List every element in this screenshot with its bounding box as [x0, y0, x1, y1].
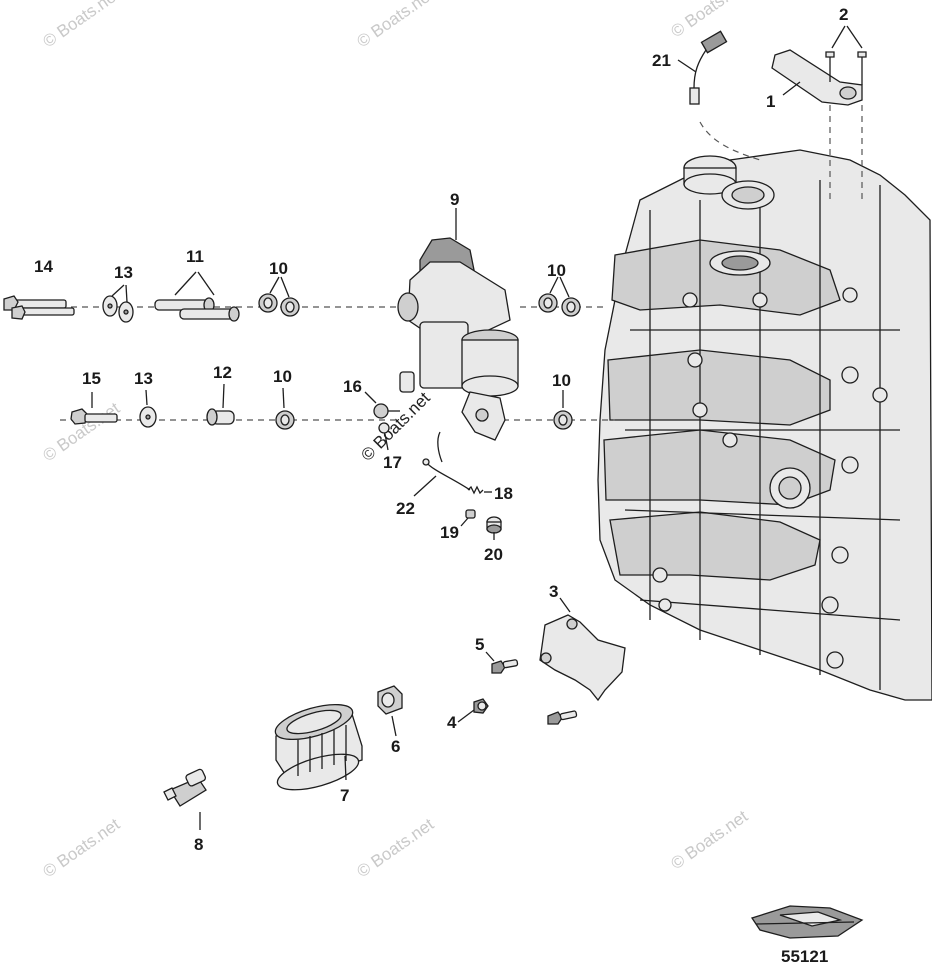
part-16-nut[interactable]: [364, 391, 400, 419]
callout-labels: 1 2 3 4 5 6 7 8 9 10 10 10 10 11 12 13 1…: [34, 5, 848, 854]
part-11-bushings[interactable]: [154, 271, 240, 322]
callout-15: 15: [82, 369, 101, 388]
part-6-fitting[interactable]: [377, 685, 403, 737]
part-8-pressure-sensor[interactable]: [163, 768, 207, 830]
part-10-grommets-upper-right[interactable]: [538, 276, 581, 317]
callout-17: 17: [383, 453, 402, 472]
callout-16: 16: [343, 377, 362, 396]
callout-3: 3: [549, 582, 558, 601]
part-18-spring[interactable]: [467, 485, 492, 495]
part-10-grommets-upper-left[interactable]: [258, 276, 300, 317]
part-9-starter-motor[interactable]: [397, 208, 519, 441]
part-19-nut[interactable]: [460, 509, 476, 527]
part-4-screw[interactable]: [457, 698, 489, 723]
callout-21: 21: [652, 51, 671, 70]
callout-14: 14: [34, 257, 53, 276]
callout-12: 12: [213, 363, 232, 382]
callout-13-lower: 13: [134, 369, 153, 388]
part-22-cable[interactable]: [413, 431, 471, 497]
callout-20: 20: [484, 545, 503, 564]
part-7-oil-filter[interactable]: [272, 698, 363, 798]
watermark-top-left: © Boats.net: [39, 0, 123, 51]
part-13-washers-upper[interactable]: [102, 284, 134, 323]
callout-13-upper: 13: [114, 263, 133, 282]
callout-5: 5: [475, 635, 484, 654]
callout-6: 6: [391, 737, 400, 756]
watermark-top-center: © Boats.net: [353, 0, 437, 51]
part-15-bolt[interactable]: [70, 392, 118, 425]
watermark-bottom-right: © Boats.net: [667, 806, 751, 873]
callout-9: 9: [450, 190, 459, 209]
reference-number: 55121: [781, 947, 828, 966]
boat-logo-icon: [750, 905, 864, 939]
callout-2: 2: [839, 5, 848, 24]
part-10-grommet-lower-left[interactable]: [275, 387, 295, 430]
callout-10-upper-left: 10: [269, 259, 288, 278]
callout-8: 8: [194, 835, 203, 854]
part-12-bushing[interactable]: [206, 383, 235, 426]
part-5-screw[interactable]: [485, 651, 519, 674]
part-3-mounting-bracket[interactable]: [539, 597, 626, 725]
callout-4: 4: [447, 713, 457, 732]
callout-11: 11: [186, 247, 204, 266]
callout-10-upper-right: 10: [547, 261, 566, 280]
block-bolt-heads: [652, 287, 888, 669]
callout-18: 18: [494, 484, 513, 503]
part-13-washer-lower[interactable]: [139, 389, 157, 428]
callout-10-lower-left: 10: [273, 367, 292, 386]
part-21-temperature-sensor[interactable]: [677, 30, 761, 161]
engine-block: [597, 149, 932, 701]
callout-19: 19: [440, 523, 459, 542]
watermark-mid-left: © Boats.net: [39, 398, 123, 465]
part-2-screws[interactable]: [825, 25, 867, 200]
watermark-bottom-center: © Boats.net: [353, 814, 437, 881]
part-17-washer[interactable]: [378, 422, 390, 451]
alignment-lines: [60, 306, 615, 421]
callout-7: 7: [340, 786, 349, 805]
callout-1: 1: [766, 92, 775, 111]
callout-22: 22: [396, 499, 415, 518]
part-1-bracket[interactable]: [771, 49, 863, 106]
watermark-bottom-left: © Boats.net: [39, 814, 123, 881]
watermark-top-right: © Boats.net: [667, 0, 751, 41]
part-14-bolts[interactable]: [3, 295, 75, 320]
callout-10-lower-right: 10: [552, 371, 571, 390]
part-20-cap[interactable]: [486, 516, 502, 540]
part-10-grommet-lower-right[interactable]: [553, 390, 573, 430]
